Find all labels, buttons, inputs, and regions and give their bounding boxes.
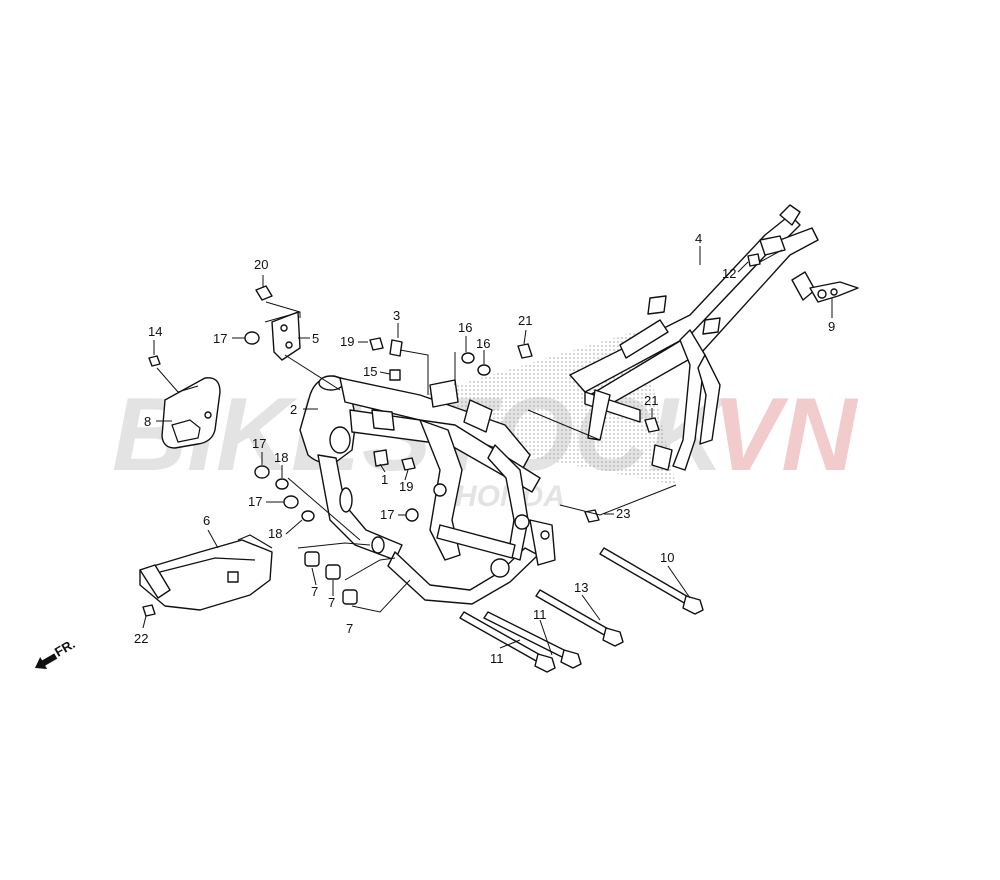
- callout-17a: 17: [213, 331, 227, 346]
- part-6-skid-plate: [139, 534, 273, 611]
- bolt-10: [599, 547, 704, 615]
- callout-3: 3: [393, 308, 400, 323]
- callout-18a: 18: [274, 450, 288, 465]
- callout-14: 14: [148, 324, 162, 339]
- bolt-13: [535, 589, 624, 647]
- callout-1: 1: [381, 472, 388, 487]
- bolt-11a: [483, 611, 582, 669]
- callout-4: 4: [695, 231, 702, 246]
- arrow-left-down-icon: [35, 653, 58, 670]
- callout-17c: 17: [248, 494, 262, 509]
- part-5-bracket: [271, 311, 301, 361]
- small-parts: [142, 253, 761, 617]
- callout-21b: 21: [644, 393, 658, 408]
- callout-21a: 21: [518, 313, 532, 328]
- part-9-tail-bracket: [791, 271, 859, 303]
- callout-16b: 16: [476, 336, 490, 351]
- callout-7b: 7: [328, 595, 335, 610]
- callout-labels: 1 2 3 4 5 6 7 7 7 8 9 10 11 11 12 13 14 …: [134, 231, 835, 666]
- callout-7a: 7: [311, 584, 318, 599]
- callout-17d: 17: [380, 507, 394, 522]
- callout-11b: 11: [490, 651, 504, 666]
- callout-10: 10: [660, 550, 674, 565]
- callout-7c: 7: [346, 621, 353, 636]
- part-8-side-cover: [161, 377, 221, 449]
- callout-18b: 18: [268, 526, 282, 541]
- direction-label: FR.: [52, 636, 78, 659]
- callout-19b: 19: [399, 479, 413, 494]
- callout-9: 9: [828, 319, 835, 334]
- callout-19a: 19: [340, 334, 354, 349]
- callout-13: 13: [574, 580, 588, 595]
- callout-8: 8: [144, 414, 151, 429]
- callout-16a: 16: [458, 320, 472, 335]
- callout-12: 12: [722, 266, 736, 281]
- main-frame: [299, 375, 556, 605]
- direction-marker: FR.: [35, 636, 78, 670]
- callout-11a: 11: [533, 607, 547, 622]
- sub-frame: [569, 204, 819, 471]
- callout-17b: 17: [252, 436, 266, 451]
- callout-22: 22: [134, 631, 148, 646]
- callout-15: 15: [363, 364, 377, 379]
- callout-23: 23: [616, 506, 630, 521]
- callout-5: 5: [312, 331, 319, 346]
- watermark-suffix: VN: [712, 377, 858, 493]
- callout-2: 2: [290, 402, 297, 417]
- leader-lines: [142, 246, 833, 656]
- callout-20: 20: [254, 257, 268, 272]
- callout-6: 6: [203, 513, 210, 528]
